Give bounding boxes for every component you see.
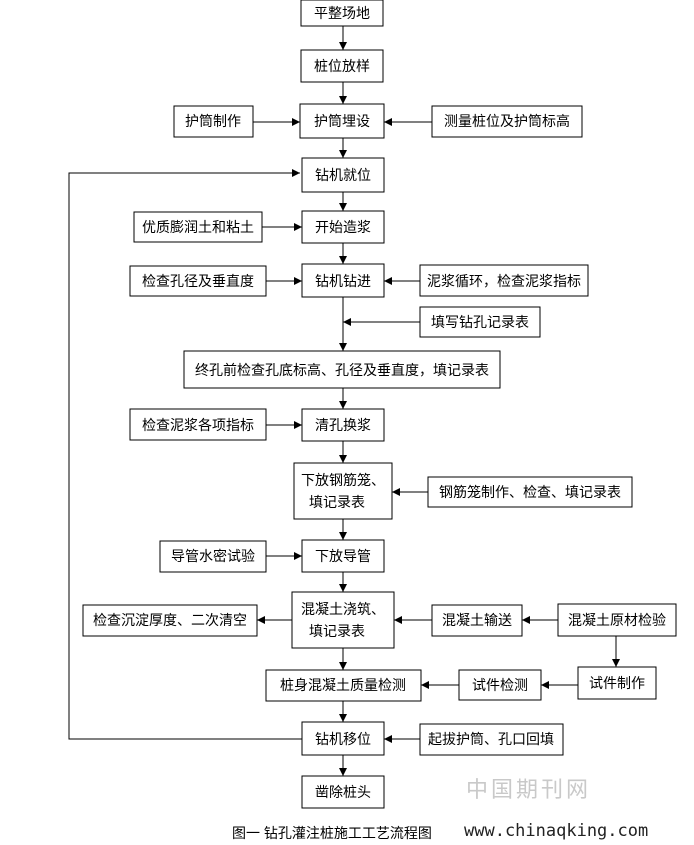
box-pipe-test: 导管水密试验 [159,540,267,573]
box-pipe-place: 下放导管 [301,539,385,573]
box-pour: 混凝土浇筑、 填记录表 [291,591,395,649]
box-measure: 测量桩位及护筒标高 [431,105,583,138]
box-level-site-label: 平整场地 [314,5,370,21]
box-rig-position-label: 钻机就位 [315,167,371,183]
box-casing-make-label: 护筒制作 [185,113,241,129]
box-raw-check-label: 混凝土原材检验 [568,612,666,628]
box-pour-line2: 填记录表 [309,623,365,639]
box-quality: 桩身混凝土质量检测 [265,669,422,702]
box-drilling: 钻机钻进 [301,263,385,298]
box-slurry-circulate-label: 泥浆循环，检查泥浆指标 [427,273,581,289]
box-pipe-test-label: 导管水密试验 [171,548,255,564]
box-cage-make: 钢筋笼制作、检查、填记录表 [427,476,633,508]
box-specimen-make-label: 试件制作 [589,675,645,691]
box-measure-label: 测量桩位及护筒标高 [444,113,570,129]
box-cage-place-line1: 下放钢筋笼、 [301,472,385,488]
box-clean-hole: 清孔换浆 [301,408,385,442]
box-rig-move-label: 钻机移位 [315,731,371,747]
box-fill-record-label: 填写钻孔记录表 [431,314,529,330]
box-cut-head: 凿除桩头 [301,775,385,809]
box-pile-layout-label: 桩位放样 [314,58,370,74]
box-casing-bury-label: 护筒埋设 [314,113,370,129]
box-cage-make-label: 钢筋笼制作、检查、填记录表 [439,484,621,500]
box-pull-casing-label: 起拔护筒、孔口回填 [428,731,554,747]
box-make-slurry: 开始造浆 [301,210,385,244]
box-cut-head-label: 凿除桩头 [315,784,371,800]
box-final-check: 终孔前检查孔底标高、孔径及垂直度，填记录表 [183,350,501,389]
box-cage-place-line2: 填记录表 [309,494,365,510]
box-pile-layout: 桩位放样 [300,49,384,83]
box-transport-label: 混凝土输送 [442,612,512,628]
box-clay-label: 优质膨润土和粘土 [142,219,254,235]
box-check-sediment: 检查沉淀厚度、二次清空 [82,604,258,637]
box-check-hole: 检查孔径及垂直度 [129,265,267,297]
box-check-slurry: 检查泥浆各项指标 [129,408,267,441]
box-pull-casing: 起拔护筒、孔口回填 [419,723,564,756]
box-check-sediment-label: 检查沉淀厚度、二次清空 [93,612,247,628]
box-cage-place: 下放钢筋笼、 填记录表 [293,462,393,520]
box-transport: 混凝土输送 [431,604,523,637]
box-specimen-test-label: 试件检测 [472,677,528,693]
box-check-hole-label: 检查孔径及垂直度 [142,273,254,289]
box-level-site: 平整场地 [300,0,384,27]
box-quality-label: 桩身混凝土质量检测 [280,677,406,693]
figure-caption: 图一 钻孔灌注桩施工工艺流程图 [232,825,432,841]
box-pour-line1: 混凝土浇筑、 [301,601,385,617]
box-specimen-make: 试件制作 [577,666,657,700]
box-make-slurry-label: 开始造浆 [315,219,371,235]
box-final-check-label: 终孔前检查孔底标高、孔径及垂直度，填记录表 [195,362,489,378]
box-pipe-place-label: 下放导管 [315,548,371,564]
box-clay: 优质膨润土和粘土 [133,211,263,243]
box-fill-record: 填写钻孔记录表 [419,306,541,338]
box-rig-move: 钻机移位 [301,721,385,756]
watermark-url: www.chinaqking.com [464,821,649,841]
box-clean-hole-label: 清孔换浆 [315,417,371,433]
watermark: 中国期刊网 [466,778,592,803]
box-casing-make: 护筒制作 [173,105,254,138]
connectors [68,26,620,776]
arrow-loop-back [68,169,302,740]
box-casing-bury: 护筒埋设 [299,103,385,139]
box-raw-check: 混凝土原材检验 [557,603,677,637]
box-drilling-label: 钻机钻进 [315,273,371,289]
box-rig-position: 钻机就位 [301,157,385,193]
box-specimen-test: 试件检测 [458,669,542,701]
box-slurry-circulate: 泥浆循环，检查泥浆指标 [419,264,589,297]
box-check-slurry-label: 检查泥浆各项指标 [142,417,254,433]
